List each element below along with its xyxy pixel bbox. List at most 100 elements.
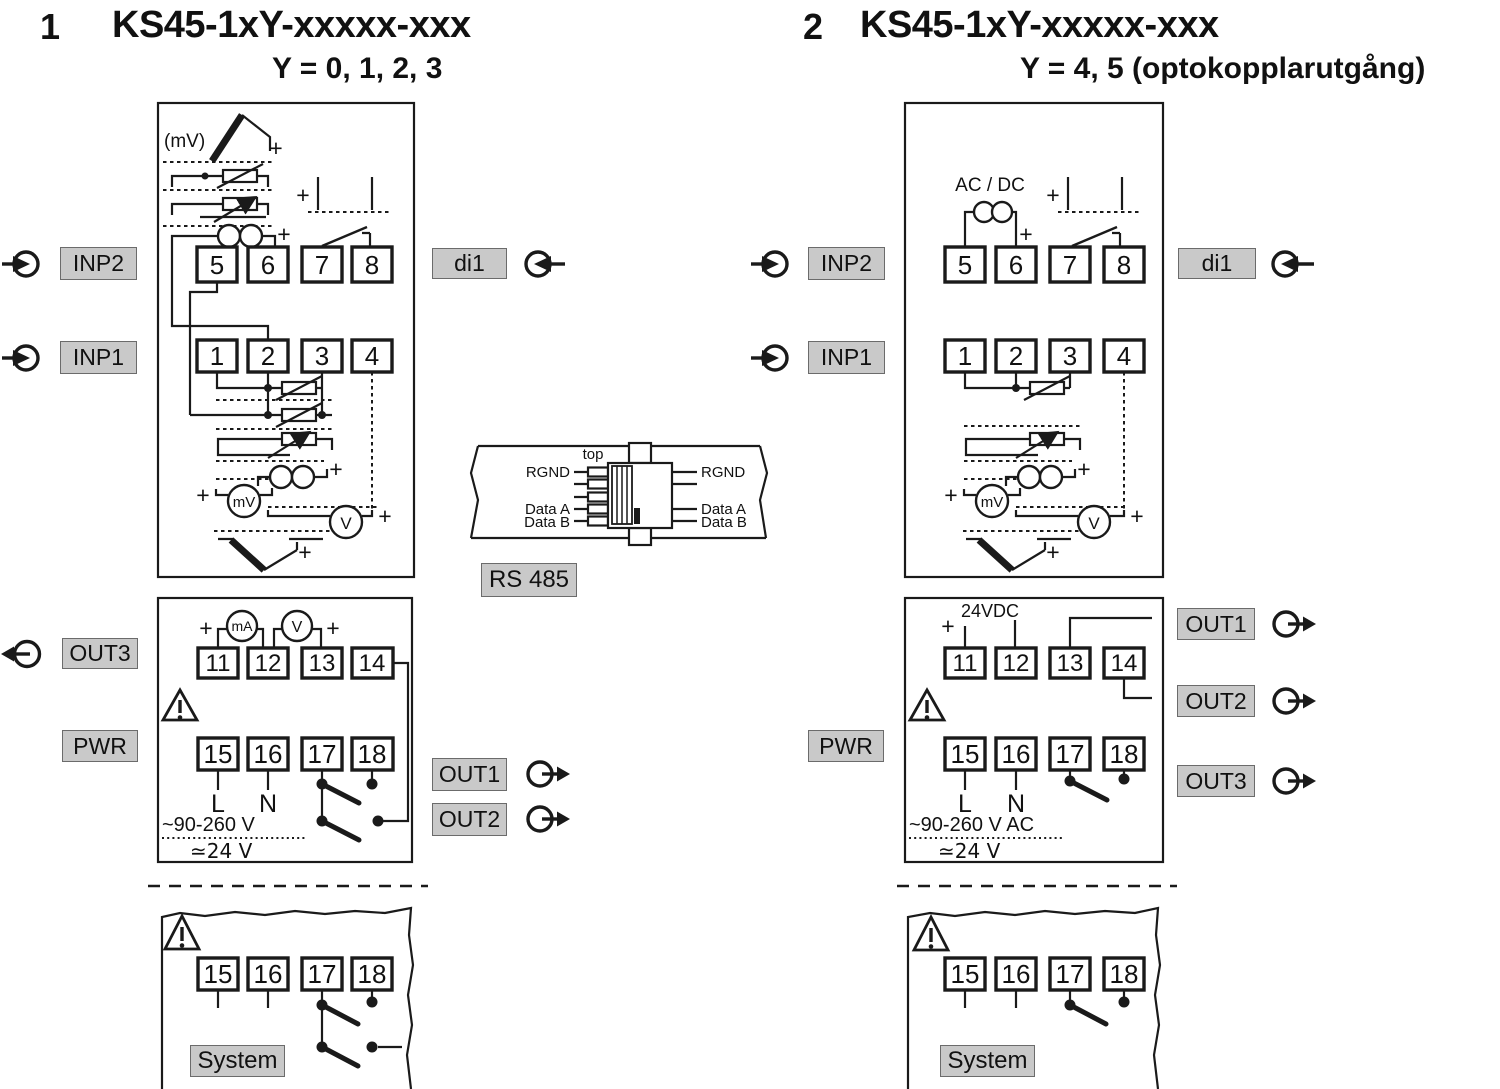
terminal-box <box>1102 646 1146 680</box>
out3-label-left: OUT3 <box>62 638 138 669</box>
v-meter-label: V <box>1088 514 1100 533</box>
diagram1-number: 1 <box>40 6 61 47</box>
terminal-box <box>300 736 344 772</box>
terminal-box <box>994 646 1038 680</box>
v-meter: V <box>266 504 374 540</box>
inp1-input-arrow-icon-right <box>751 344 789 372</box>
plus-sign: + <box>941 613 954 639</box>
pwr-label-right: PWR <box>808 730 884 762</box>
relay-contacts <box>1064 770 1130 803</box>
plus-sign: + <box>1046 182 1059 208</box>
terminal-row-out: 11 12 13 14 <box>196 646 395 680</box>
terminal-number: 18 <box>1110 739 1139 769</box>
terminal-box <box>1102 956 1146 992</box>
terminal-number: 18 <box>358 739 387 769</box>
ma-meter-label: mA <box>232 618 254 634</box>
di1-label-right: di1 <box>1178 248 1256 279</box>
plus-sign: + <box>277 221 290 247</box>
system-label-left: System <box>190 1045 285 1077</box>
terminal-row-inp2: 5 6 7 8 <box>195 245 394 284</box>
out2-label-right: OUT2 <box>1177 685 1255 717</box>
aux-voltage-label: ≃24 V <box>938 839 1001 863</box>
terminal-box <box>994 736 1038 772</box>
plus-sign: + <box>196 482 209 508</box>
rtd-symbol <box>170 163 270 189</box>
out3-output-arrow-icon-right <box>1272 767 1316 795</box>
plus-sign: + <box>269 135 282 161</box>
relay-contacts <box>316 770 384 843</box>
out2-label-left: OUT2 <box>432 803 507 836</box>
potentiometer-row <box>964 430 1082 459</box>
neutral-label: N <box>1007 790 1025 818</box>
plus-sign: + <box>1046 539 1059 565</box>
terminal-number: 17 <box>308 739 337 769</box>
terminal-box <box>246 646 290 680</box>
plus-sign: + <box>296 182 309 208</box>
warning-triangle-icon <box>160 687 200 722</box>
terminal-number: 18 <box>358 959 387 989</box>
inp1-label-right: INP1 <box>808 341 885 374</box>
meter-leads <box>216 627 323 648</box>
terminal-box <box>1102 338 1146 374</box>
terminal-number: 3 <box>1063 341 1077 371</box>
terminal-number: 5 <box>210 250 224 280</box>
terminal-number: 1 <box>958 341 972 371</box>
terminal-box <box>994 338 1038 374</box>
diagram1-subtitle: Y = 0, 1, 2, 3 <box>272 52 443 85</box>
mv-meter: mV <box>962 483 1022 519</box>
terminal-number: 16 <box>254 739 283 769</box>
plus-sign: + <box>944 482 957 508</box>
vdc-label: 24VDC <box>961 601 1019 621</box>
terminal-number: 14 <box>359 650 386 677</box>
terminal-box <box>246 338 290 374</box>
right-pin-lines <box>672 470 697 523</box>
cable-torn-ends <box>469 445 769 539</box>
relay-contacts <box>963 990 1130 1027</box>
terminal-row-pwr: 15 16 17 18 <box>943 736 1146 772</box>
terminal-box <box>300 646 344 680</box>
terminal-number: 16 <box>254 959 283 989</box>
current-transformer-symbol <box>963 200 1018 247</box>
terminal-box <box>246 736 290 772</box>
terminal-box <box>246 245 290 284</box>
terminal-box <box>1048 245 1092 284</box>
diagram1-input-box: (mV) + + <box>156 101 416 579</box>
warning-triangle-icon <box>911 913 951 952</box>
plus-sign: + <box>329 456 342 482</box>
terminal-box <box>1048 956 1092 992</box>
warning-triangle-icon <box>907 687 947 722</box>
out2-output-arrow-icon-right <box>1272 687 1316 715</box>
current-transformer-row <box>256 464 329 490</box>
neutral-label: N <box>259 790 277 818</box>
power-leads <box>963 770 1018 790</box>
aux-voltage-label: ≃24 V <box>190 839 253 863</box>
system-label-right: System <box>940 1045 1035 1077</box>
v-meter: V <box>1014 504 1126 540</box>
terminal-row-inp1: 1 2 3 4 <box>943 338 1146 374</box>
diagram1-system-box: 15 16 17 18 <box>160 906 415 1089</box>
relay-contacts <box>216 990 402 1069</box>
terminal-number: 18 <box>1110 959 1139 989</box>
inp2-input-arrow-icon-left <box>2 250 40 278</box>
mv-meter-label: mV <box>981 494 1004 511</box>
terminal-box <box>196 646 240 680</box>
mv-meter: mV <box>214 483 274 519</box>
torn-box-outline <box>906 906 1162 1089</box>
diagram1-title: KS45-1xY-xxxxx-xxx <box>112 4 471 46</box>
terminal-box <box>943 338 987 374</box>
opto-output-wires <box>1068 616 1152 700</box>
rgnd-label: RGND <box>526 464 570 481</box>
ma-meter: mA <box>225 609 259 643</box>
terminal-number: 7 <box>1063 250 1077 280</box>
terminal-row-inp2: 5 6 7 8 <box>943 245 1146 284</box>
connector-top-tab <box>627 441 653 465</box>
acdc-label: AC / DC <box>955 175 1025 196</box>
terminal-box <box>350 956 394 992</box>
diagram2-system-box: 15 16 17 18 <box>906 906 1162 1089</box>
terminal-row-pwr: 15 16 17 18 <box>196 736 395 772</box>
di1-input-arrow-icon-right <box>1271 250 1314 278</box>
terminal-number: 17 <box>1056 959 1085 989</box>
data-a-label: Data A <box>525 501 570 518</box>
connector-bottom-tab <box>627 526 653 547</box>
diagram1-output-box: mA V + + 11 12 13 14 15 16 <box>156 596 414 864</box>
